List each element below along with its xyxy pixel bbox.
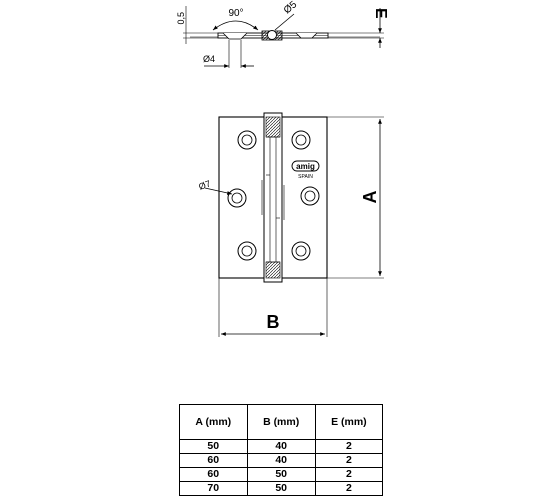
header-e: E (mm)	[314, 404, 384, 440]
hole-top-right	[291, 130, 311, 150]
thickness-label: 0,5	[176, 12, 186, 25]
top-view: 0,5 90° Ø5 Ø4 E	[176, 0, 389, 68]
top-hole-left	[222, 32, 248, 40]
cell-a: 50	[179, 439, 248, 454]
hole-leader	[204, 187, 233, 195]
brand-logo: amig SPAIN	[291, 160, 320, 180]
hinge-knuckle	[261, 112, 285, 283]
table-row: 50 40 2	[179, 439, 384, 454]
front-view: amig SPAIN Ø7 A B	[197, 112, 384, 337]
cell-a: 70	[179, 481, 248, 496]
dimension-table: A (mm) B (mm) E (mm) 50 40 2 60 40 2 60 …	[179, 404, 384, 496]
cell-e: 2	[314, 453, 384, 468]
a-dim-label: A	[360, 191, 380, 204]
e-dim-label: E	[372, 8, 389, 19]
table-row: 60 50 2	[179, 467, 384, 482]
hole-diameter-label: Ø4	[203, 54, 215, 64]
header-b: B (mm)	[246, 404, 316, 440]
pin-circle	[267, 30, 277, 40]
hole-bottom-right	[291, 241, 311, 261]
hole-bottom-left	[237, 241, 257, 261]
cell-a: 60	[179, 467, 248, 482]
b-dim-label: B	[267, 312, 280, 332]
cell-b: 50	[246, 481, 316, 496]
cell-e: 2	[314, 481, 384, 496]
top-hole-right	[295, 32, 318, 39]
cell-b: 40	[246, 453, 316, 468]
brand-logo-text: amig	[296, 162, 315, 171]
table-row: 60 40 2	[179, 453, 384, 468]
table-header-row: A (mm) B (mm) E (mm)	[179, 404, 384, 440]
brand-country: SPAIN	[298, 174, 313, 180]
angle-label: 90°	[228, 8, 243, 19]
hole-middle-right	[300, 186, 320, 206]
angle-arc	[212, 20, 259, 31]
header-a: A (mm)	[179, 404, 248, 440]
cell-e: 2	[314, 467, 384, 482]
cell-e: 2	[314, 439, 384, 454]
cell-b: 40	[246, 439, 316, 454]
pin-leader	[274, 13, 295, 31]
front-hole-label: Ø7	[197, 178, 212, 192]
table-row: 70 50 2	[179, 481, 384, 496]
cell-a: 60	[179, 453, 248, 468]
hole-top-left	[237, 130, 257, 150]
cell-b: 50	[246, 467, 316, 482]
pin-diameter-label: Ø5	[282, 0, 300, 16]
hole-middle-left	[227, 188, 247, 208]
